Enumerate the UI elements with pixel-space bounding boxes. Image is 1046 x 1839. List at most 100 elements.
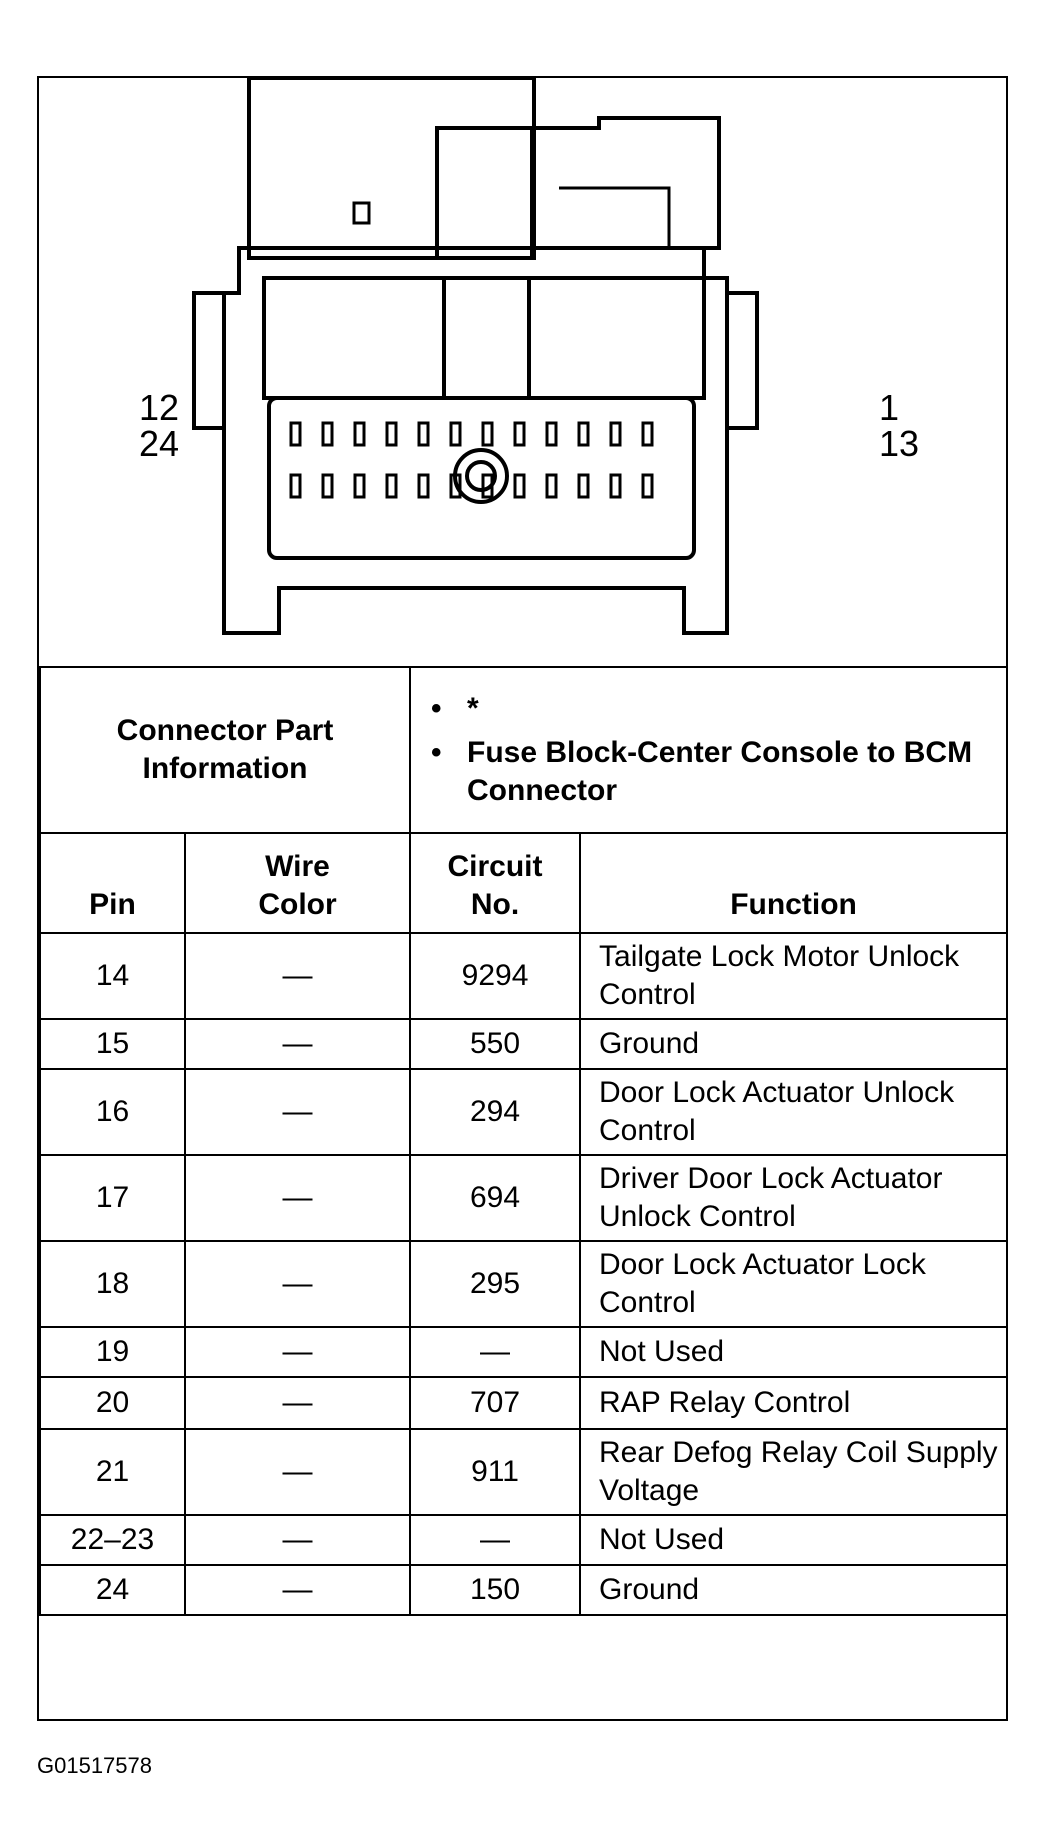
pin-slot [289, 421, 302, 447]
row-function: Door Lock Actuator Unlock Control [579, 1068, 1009, 1156]
pin-slot [481, 421, 494, 447]
connector-info-label: Connector Part Information [38, 666, 412, 834]
center-latch [435, 126, 534, 260]
row-pin: 20 [39, 1376, 186, 1430]
pin-slot [353, 473, 366, 499]
row-circuit-no: 694 [409, 1154, 582, 1242]
row-pin: 16 [39, 1068, 186, 1156]
row-wire-color: — [183, 932, 412, 1020]
pin-slot [577, 421, 590, 447]
left-side-tab [192, 291, 224, 430]
row-circuit-no: 295 [409, 1240, 582, 1328]
row-pin: 17 [39, 1154, 186, 1242]
row-pin: 24 [39, 1564, 186, 1616]
row-wire-color: — [183, 1068, 412, 1156]
table-header-row: Pin Wire Color Circuit No. Function [39, 832, 1009, 934]
row-wire-color: — [183, 1514, 412, 1566]
pin-slot [321, 421, 334, 447]
row-wire-color: — [183, 1018, 412, 1070]
connector-diagram: 12 24 1 13 [39, 78, 1006, 666]
row-function: Not Used [579, 1326, 1009, 1378]
pin-cavity [267, 396, 696, 560]
row-function: Driver Door Lock Actuator Unlock Control [579, 1154, 1009, 1242]
header-circuit-no: Circuit No. [409, 832, 582, 934]
pin-slot [609, 473, 622, 499]
row-function: Ground [579, 1564, 1009, 1616]
connector-info-item: •Fuse Block-Center Console to BCM Connec… [431, 736, 973, 807]
row-function: RAP Relay Control [579, 1376, 1009, 1430]
row-circuit-no: 150 [409, 1564, 582, 1616]
pin-label-1: 1 [879, 387, 900, 428]
connector-info-row: Connector Part Information •* •Fuse Bloc… [38, 666, 1009, 834]
row-function: Tailgate Lock Motor Unlock Control [579, 932, 1009, 1020]
header-function: Function [579, 832, 1009, 934]
row-circuit-no: 707 [409, 1376, 582, 1430]
pin-slot [545, 421, 558, 447]
row-wire-color: — [183, 1240, 412, 1328]
row-wire-color: — [183, 1564, 412, 1616]
pin-slot [449, 421, 462, 447]
row-function: Rear Defog Relay Coil Supply Voltage [579, 1428, 1009, 1516]
row-wire-color: — [183, 1376, 412, 1430]
body-upper-panel [262, 276, 706, 400]
pin-slot [289, 473, 302, 499]
figure-id: G01517578 [37, 1753, 152, 1778]
row-circuit-no: 911 [409, 1428, 582, 1516]
connector-figure: 12 24 1 13 Connector Part Information •*… [37, 76, 1009, 1721]
pin-slot [417, 473, 430, 499]
row-pin: 15 [39, 1018, 186, 1070]
upper-housing [247, 78, 536, 260]
row-wire-color: — [183, 1326, 412, 1378]
pin-slot [513, 421, 526, 447]
connector-info-item: •* [431, 692, 479, 725]
row-wire-color: — [183, 1428, 412, 1516]
header-wire-color: Wire Color [183, 832, 412, 934]
pin-slot [321, 473, 334, 499]
row-pin: 21 [39, 1428, 186, 1516]
pin-slot [417, 421, 430, 447]
row-pin: 19 [39, 1326, 186, 1378]
pin-slot [513, 473, 526, 499]
table-row: 22–23——Not Used [39, 1514, 1009, 1566]
pin-slot [385, 473, 398, 499]
row-circuit-no: — [409, 1326, 582, 1378]
right-side-tab [727, 291, 759, 430]
row-pin: 18 [39, 1240, 186, 1328]
pin-slot [545, 473, 558, 499]
pin-slot [641, 473, 654, 499]
table-row: 19——Not Used [39, 1326, 1009, 1378]
row-function: Not Used [579, 1514, 1009, 1566]
pin-slot [641, 421, 654, 447]
row-pin: 14 [39, 932, 186, 1020]
row-wire-color: — [183, 1154, 412, 1242]
pin-slot [353, 421, 366, 447]
pin-slot [385, 421, 398, 447]
connector-info-items: •* •Fuse Block-Center Console to BCM Con… [409, 666, 1009, 834]
keying-inner-circle [465, 460, 497, 492]
row-circuit-no: 294 [409, 1068, 582, 1156]
row-function: Ground [579, 1018, 1009, 1070]
pin-label-24: 24 [139, 423, 180, 464]
latch-detail [559, 186, 671, 248]
pin-table: Connector Part Information •* •Fuse Bloc… [38, 666, 1009, 1616]
keying-circle [453, 448, 509, 504]
pin-label-12: 12 [139, 387, 180, 428]
row-circuit-no: 9294 [409, 932, 582, 1020]
pin-slot [609, 421, 622, 447]
row-circuit-no: 550 [409, 1018, 582, 1070]
pin-label-13: 13 [879, 423, 920, 464]
header-pin: Pin [39, 832, 186, 934]
row-circuit-no: — [409, 1514, 582, 1566]
row-pin: 22–23 [39, 1514, 186, 1566]
pin-slot [577, 473, 590, 499]
right-latch [532, 116, 721, 250]
